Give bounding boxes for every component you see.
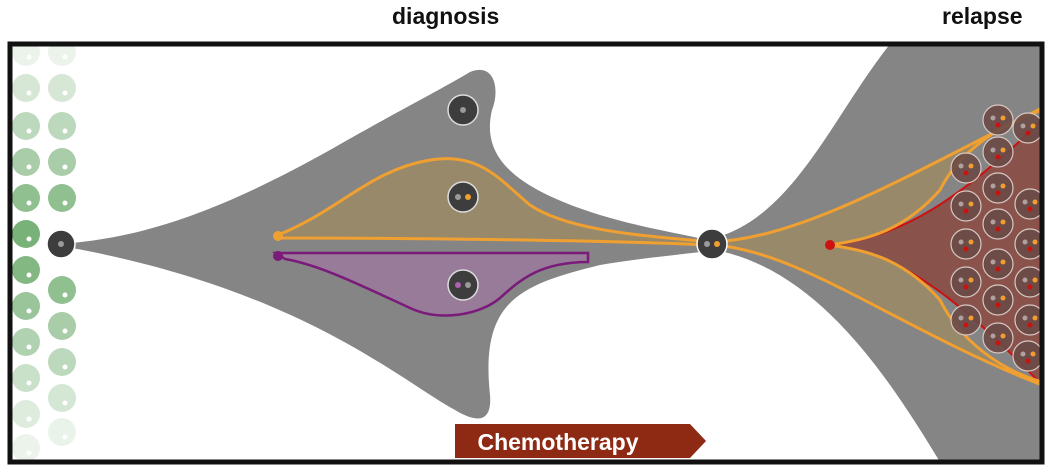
relapse-cell-icon [950, 152, 982, 184]
chemotherapy-banner: Chemotherapy [455, 424, 706, 458]
relapse-cell-icon [982, 248, 1014, 280]
normal-cell-icon [12, 434, 40, 462]
normal-cell-icon [12, 74, 40, 102]
surviving-cell-icon [696, 228, 728, 260]
founder-cell-icon [46, 229, 76, 259]
normal-cell-icon [12, 148, 40, 176]
normal-cell-column [12, 44, 76, 462]
purple-clone-origin [273, 251, 283, 261]
normal-cell-icon [12, 256, 40, 284]
relapse-cell-icon [1012, 112, 1042, 144]
relapse-cell-icon [1014, 266, 1042, 298]
normal-cell-icon [12, 112, 40, 140]
normal-cell-icon [48, 384, 76, 412]
relapse-cell-icon [982, 208, 1014, 240]
normal-cell-icon [48, 112, 76, 140]
relapse-cell-icon [950, 266, 982, 298]
normal-cell-icon [12, 184, 40, 212]
normal-cell-icon [48, 276, 76, 304]
normal-cell-icon [48, 44, 76, 66]
diagnosis-cell-purple-icon [447, 269, 479, 301]
normal-cell-icon [12, 364, 40, 392]
relapse-cell-icon [950, 190, 982, 222]
orange-clone-origin [273, 231, 283, 241]
normal-cell-icon [48, 148, 76, 176]
diagnosis-cell-orange-icon [447, 181, 479, 213]
chemotherapy-label: Chemotherapy [477, 429, 638, 455]
normal-cell-icon [48, 348, 76, 376]
relapse-cell-icon [1014, 188, 1042, 220]
diagnosis-cell-gray-icon [447, 94, 479, 126]
normal-cell-icon [48, 312, 76, 340]
normal-cell-icon [12, 220, 40, 248]
relapse-cell-icon [1012, 340, 1042, 372]
relapse-cell-icon [950, 304, 982, 336]
relapse-cell-icon [982, 172, 1014, 204]
relapse-cell-icon [982, 284, 1014, 316]
relapse-cell-icon [982, 104, 1014, 136]
relapse-cell-icon [982, 136, 1014, 168]
normal-cell-icon [48, 184, 76, 212]
normal-cell-icon [12, 328, 40, 356]
normal-cell-icon [48, 418, 76, 446]
normal-cell-icon [12, 292, 40, 320]
relapse-cell-icon [1014, 228, 1042, 260]
orange-clone-shape [276, 106, 1042, 387]
normal-cell-icon [48, 74, 76, 102]
relapse-cell-icon [950, 228, 982, 260]
relapse-cell-icon [1014, 304, 1042, 336]
diagram-frame [7, 41, 1045, 465]
relapse-label: relapse [942, 3, 1023, 29]
normal-cell-icon [12, 44, 40, 66]
red-clone-origin [825, 240, 835, 250]
relapse-cell-cluster [950, 104, 1042, 372]
normal-cell-icon [12, 400, 40, 428]
relapse-cell-icon [982, 322, 1014, 354]
diagnosis-label: diagnosis [392, 3, 500, 29]
purple-clone-shape [271, 251, 590, 317]
